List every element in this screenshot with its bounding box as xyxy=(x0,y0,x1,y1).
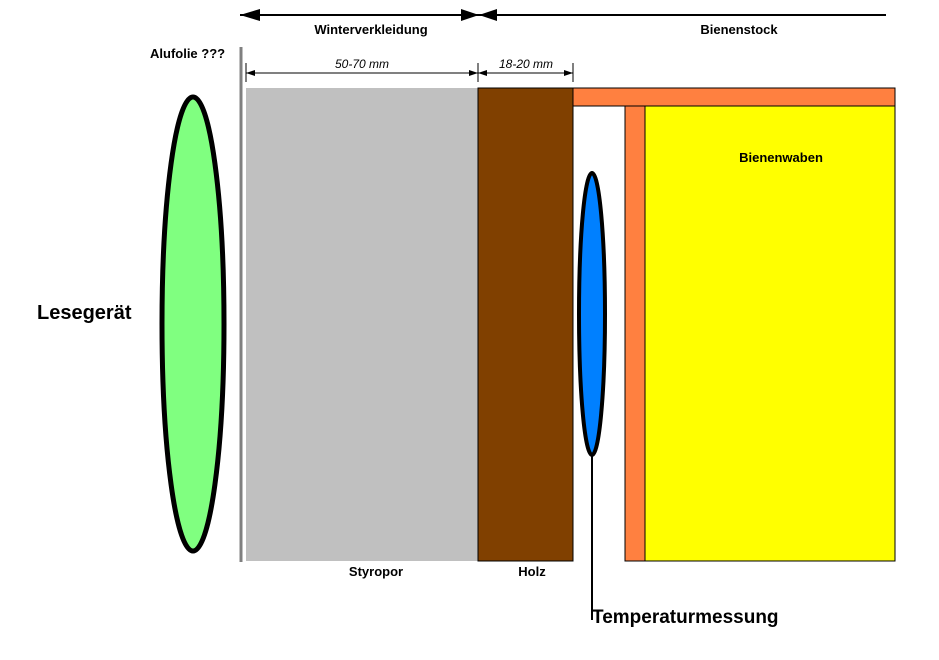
styropor-thickness-label: 50-70 mm xyxy=(335,57,389,71)
holz-dimension-line xyxy=(478,63,574,82)
lesegeraet-label: Lesegerät xyxy=(37,302,132,324)
bienenwaben-label: Bienenwaben xyxy=(739,150,823,165)
holz-thickness-label: 18-20 mm xyxy=(499,57,553,71)
styropor-label: Styropor xyxy=(349,564,403,579)
holz-label: Holz xyxy=(518,564,546,579)
bienenwaben-block xyxy=(644,105,896,562)
top-dimension-arrows xyxy=(240,9,886,21)
lesegeraet-reader-shape xyxy=(159,94,227,554)
styropor-block xyxy=(246,88,478,561)
hive-frame-side-bar xyxy=(624,105,646,562)
temperature-sensor-shape xyxy=(577,171,607,457)
holz-block xyxy=(477,87,574,562)
winterverkleidung-label: Winterverkleidung xyxy=(314,22,427,37)
bienenstock-label: Bienenstock xyxy=(700,22,778,37)
temperaturmessung-label: Temperaturmessung xyxy=(592,607,779,628)
hive-frame-top-bar xyxy=(572,87,896,107)
styropor-dimension-line xyxy=(245,63,479,82)
alufolie-label: Alufolie ??? xyxy=(150,46,225,61)
